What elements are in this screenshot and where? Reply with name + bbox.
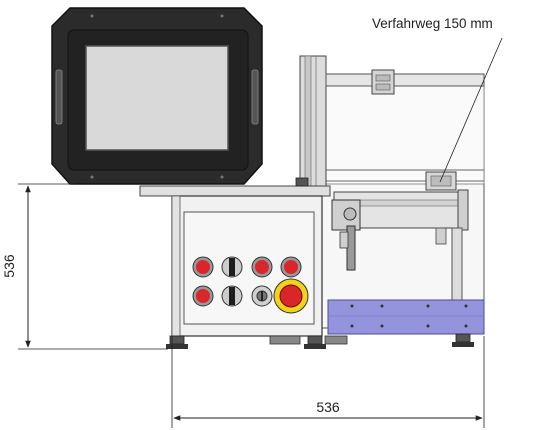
machine-frame bbox=[299, 55, 485, 329]
red-pushbutton-icon[interactable] bbox=[192, 285, 214, 307]
monitor bbox=[51, 7, 263, 185]
top-bar bbox=[139, 185, 331, 197]
width-dimension bbox=[171, 336, 485, 428]
height-dimension bbox=[18, 183, 168, 350]
red-pushbutton-icon[interactable] bbox=[192, 256, 214, 278]
selector-switch-icon[interactable] bbox=[221, 256, 243, 278]
machine-feet bbox=[166, 333, 474, 349]
emergency-stop-icon[interactable] bbox=[273, 278, 309, 314]
monitor-right-handle bbox=[251, 69, 259, 125]
height-dimension-label: 536 bbox=[1, 254, 17, 278]
monitor-left-handle bbox=[55, 69, 63, 125]
red-pushbutton-icon[interactable] bbox=[251, 256, 273, 278]
key-switch-icon[interactable] bbox=[251, 285, 273, 307]
width-dimension-label: 536 bbox=[316, 399, 340, 415]
red-pushbutton-icon[interactable] bbox=[280, 256, 302, 278]
travel-distance-label: Verfahrweg 150 mm bbox=[372, 16, 493, 31]
blue-base bbox=[327, 299, 485, 335]
selector-switch-icon[interactable] bbox=[221, 285, 243, 307]
travel-leader-line bbox=[439, 37, 503, 183]
monitor-screen[interactable] bbox=[85, 45, 229, 151]
bracket bbox=[295, 177, 309, 187]
